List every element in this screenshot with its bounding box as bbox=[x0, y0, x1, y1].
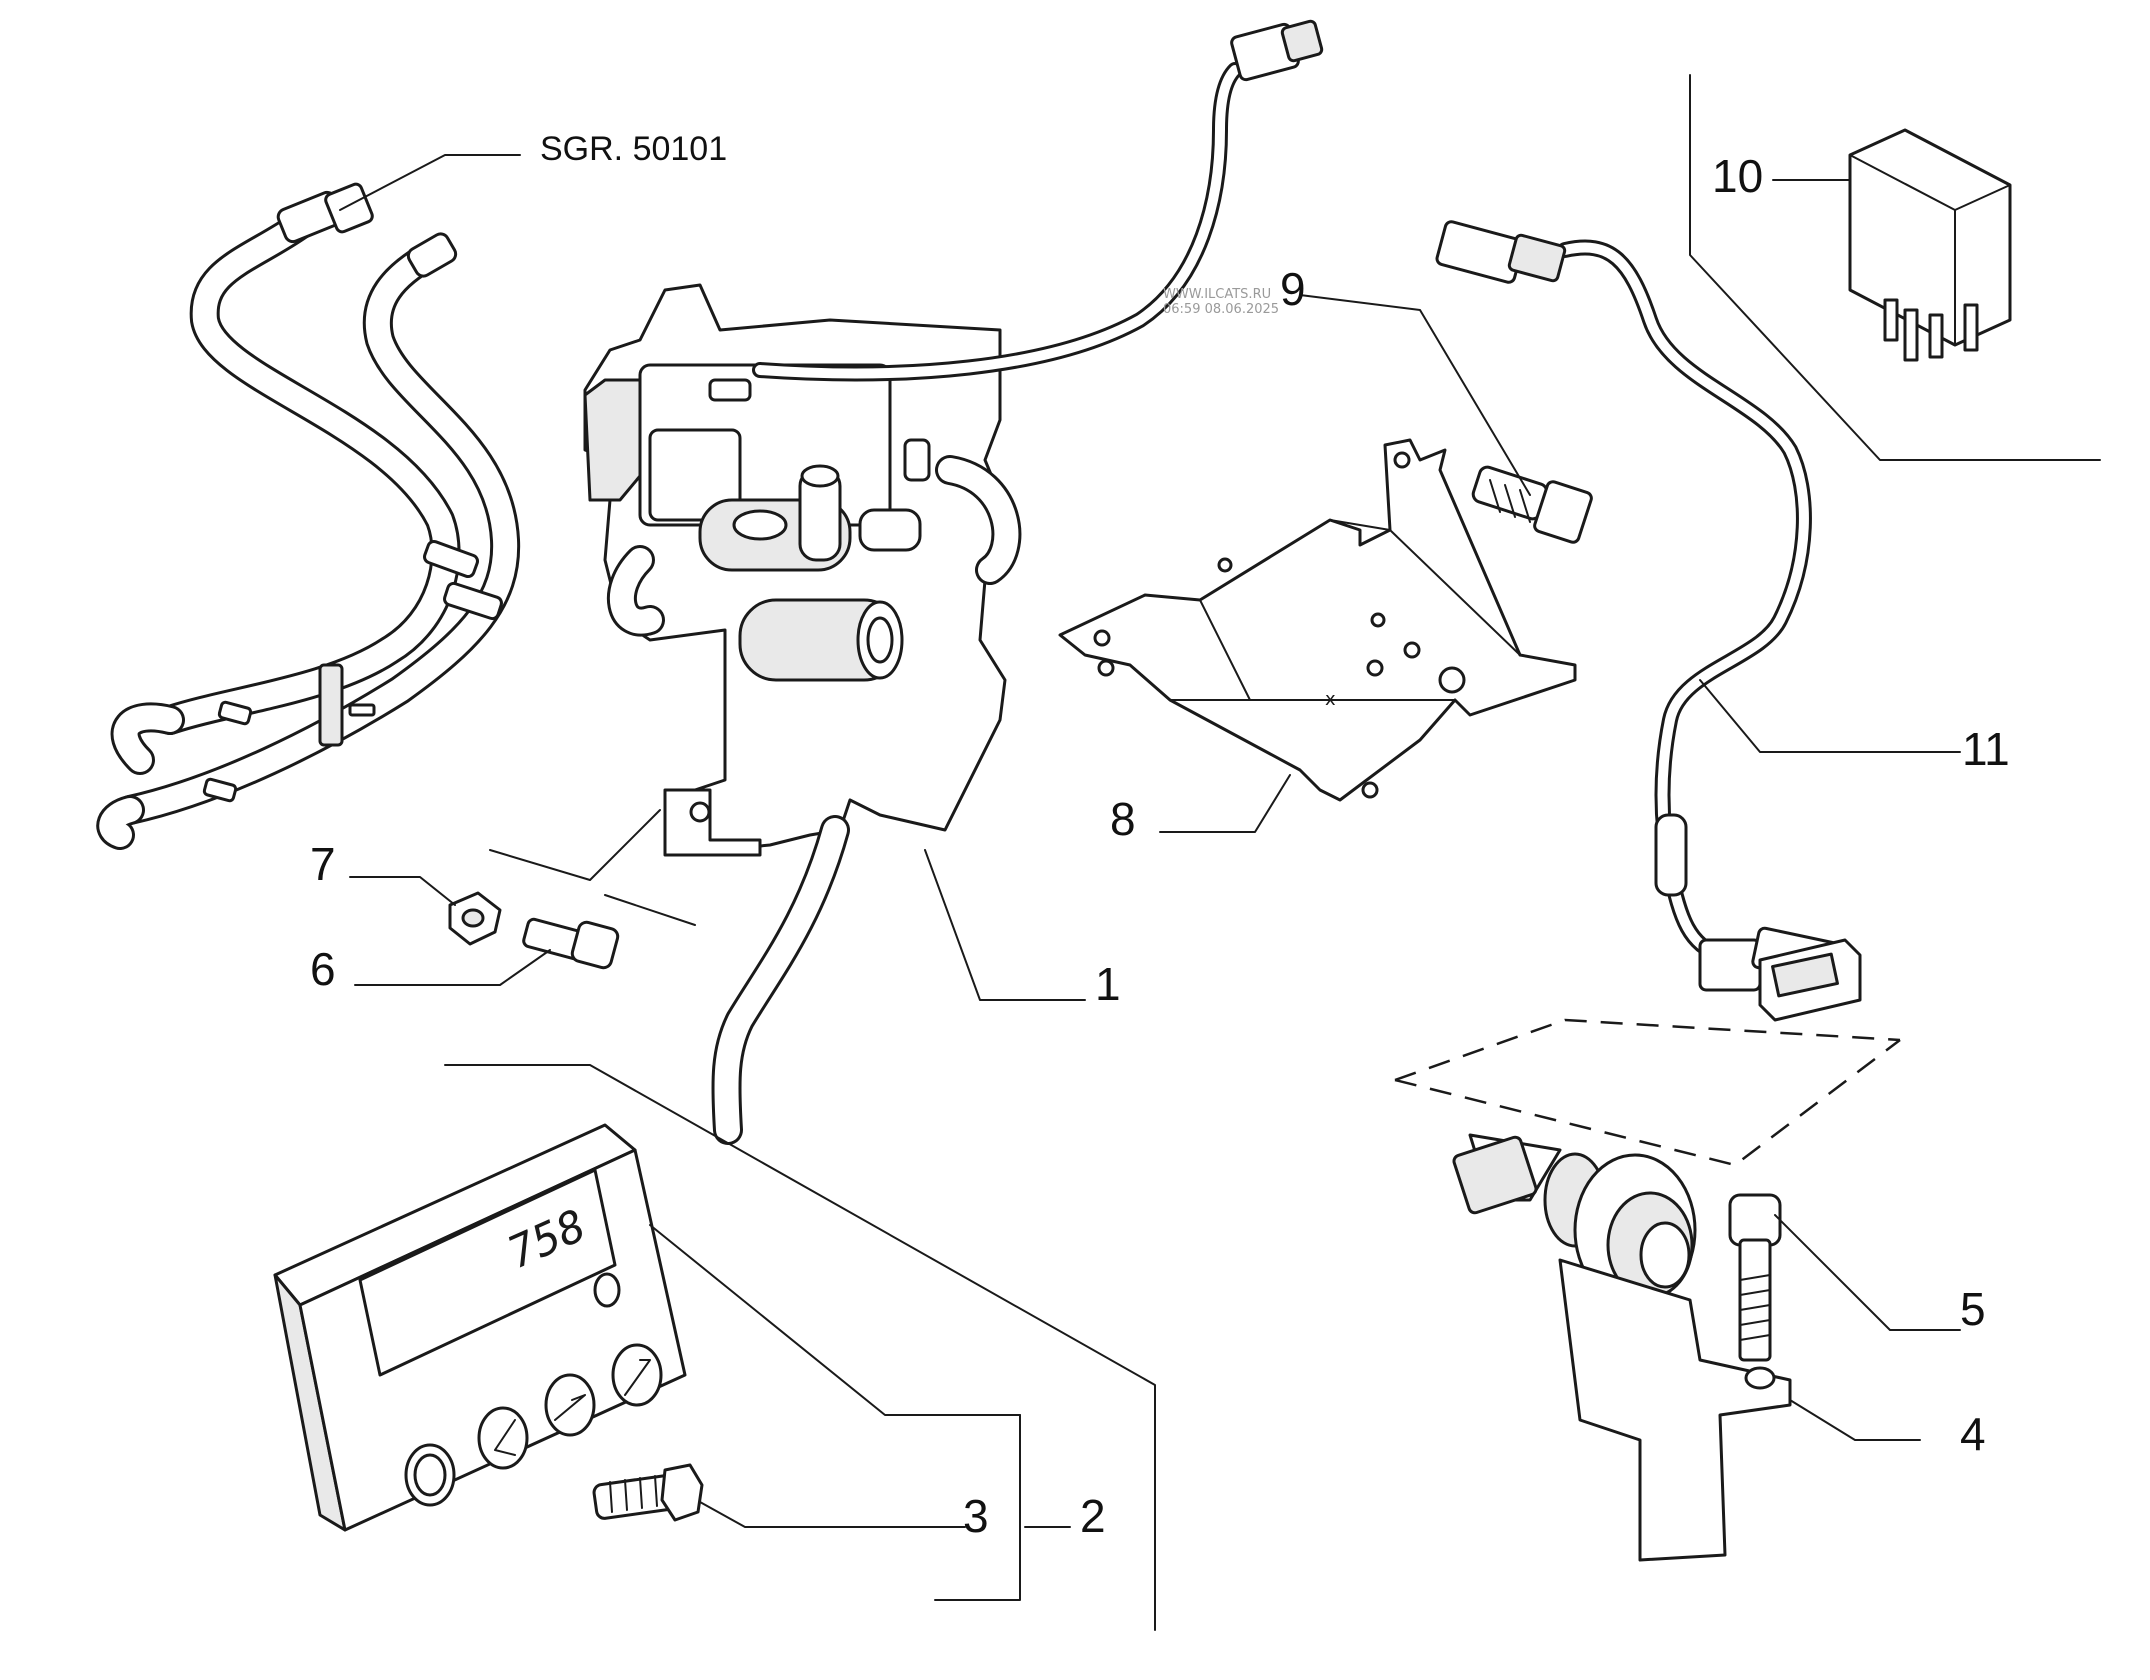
callout-1: 1 bbox=[1095, 958, 1121, 1010]
bolt-5 bbox=[1728, 1193, 1782, 1362]
watermark: WWW.ILCATS.RU 06:59 08.06.2025 bbox=[1163, 287, 1279, 317]
sensor-harness bbox=[1435, 220, 1862, 1022]
callout-8: 8 bbox=[1110, 793, 1136, 845]
watermark-site: WWW.ILCATS.RU bbox=[1163, 287, 1271, 302]
callout-4: 4 bbox=[1960, 1408, 1986, 1460]
mounting-bracket: x bbox=[1058, 438, 1577, 802]
heater-wire-harness bbox=[752, 19, 1324, 382]
bolt-6 bbox=[522, 917, 620, 970]
callout-11: 11 bbox=[1962, 723, 2010, 775]
callout-7: 7 bbox=[310, 838, 336, 890]
heater-timer-control: 758 bbox=[273, 1123, 687, 1532]
callout-6: 6 bbox=[310, 943, 336, 995]
callout-labels: SGR. 50101 1 2 3 4 5 6 7 8 9 10 11 bbox=[310, 130, 2010, 1542]
bracket-mark: x bbox=[1325, 689, 1336, 710]
callout-2: 2 bbox=[1080, 1490, 1106, 1542]
callout-10: 10 bbox=[1712, 150, 1763, 202]
reference-label: SGR. 50101 bbox=[540, 130, 727, 168]
temperature-sensor-bracket bbox=[1394, 1018, 1901, 1562]
bolt-9 bbox=[1471, 465, 1593, 544]
nut-7 bbox=[448, 891, 502, 946]
callout-9: 9 bbox=[1280, 263, 1306, 315]
callout-5: 5 bbox=[1960, 1283, 1986, 1335]
auxiliary-heater-unit bbox=[583, 283, 1022, 1145]
watermark-timestamp: 06:59 08.06.2025 bbox=[1163, 302, 1279, 317]
relay bbox=[1848, 128, 2012, 362]
callout-3: 3 bbox=[963, 1490, 989, 1542]
coolant-hose-assembly bbox=[96, 182, 521, 850]
leader-lines bbox=[339, 74, 2101, 1631]
screw-3 bbox=[592, 1463, 704, 1522]
